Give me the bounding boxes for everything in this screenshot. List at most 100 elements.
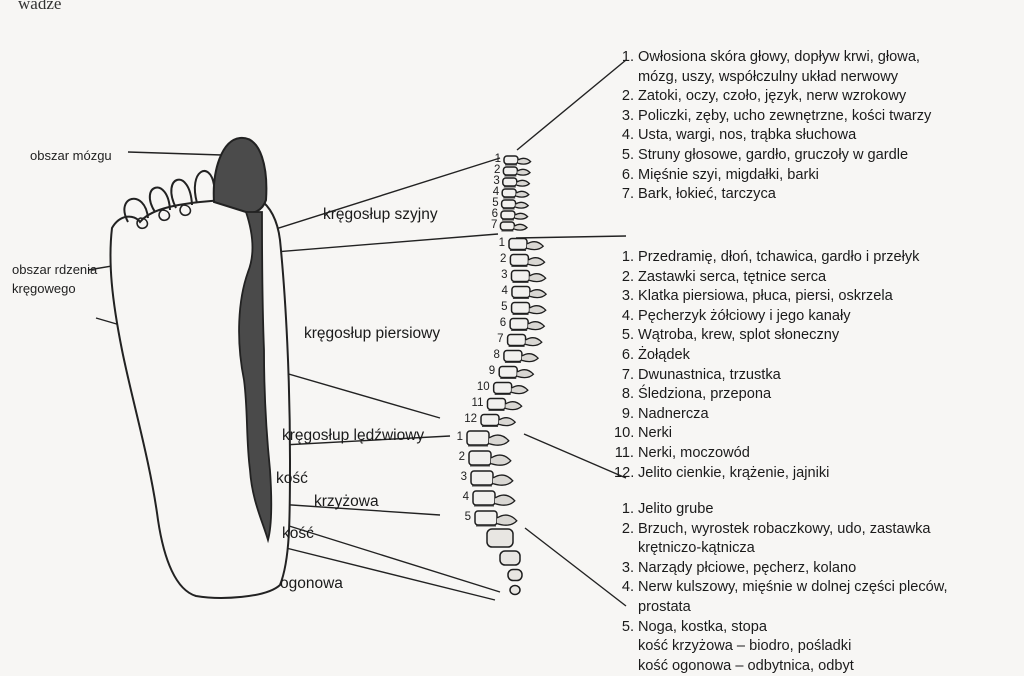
thoracic-list-item-text: Zastawki serca, tętnice serca	[638, 269, 826, 285]
thoracic-list-item-number: 6.	[614, 346, 634, 366]
vertebra-number: 3	[445, 471, 467, 483]
cervical-list-item: 1.Owłosiona skóra głowy, dopływ krwi, gł…	[614, 48, 931, 68]
thoracic-list-item-text: Nerki	[638, 425, 672, 441]
thoracic-list-item-text: Klatka piersiowa, płuca, piersi, oskrzel…	[638, 288, 893, 304]
thoracic-list-item-number: 11.	[614, 444, 634, 464]
cervical-list-item-text: Zatoki, oczy, czoło, język, nerw wzrokow…	[638, 88, 906, 104]
label-lumbar-spine: kręgosłup lędźwiowy	[282, 427, 424, 445]
thoracic-list-item-text: Przedramię, dłoń, tchawica, gardło i prz…	[638, 249, 919, 265]
leader-sacral-list	[525, 528, 626, 606]
vertebra-number: 4	[447, 491, 469, 503]
thoracic-vertebra	[509, 239, 543, 251]
lumbar-list-item-text: krętniczo-kątnicza	[638, 540, 755, 556]
lumbar-list-item: kość ogonowa – odbytnica, odbyt	[614, 657, 948, 676]
cervical-list-item-number: 4.	[614, 126, 634, 146]
lumbar-list-item-text: Narządy płciowe, pęcherz, kolano	[638, 560, 856, 576]
thoracic-list-item-text: Nadnercza	[638, 406, 709, 422]
thoracic-list-item: 5.Wątroba, krew, splot słoneczny	[614, 326, 919, 346]
cervical-list-item: 2.Zatoki, oczy, czoło, język, nerw wzrok…	[614, 87, 931, 107]
lumbar-vertebra	[475, 511, 517, 526]
thoracic-list-item: 8.Śledziona, przepona	[614, 385, 919, 405]
vertebra-number: 12	[455, 413, 477, 425]
thoracic-vertebra	[504, 351, 538, 363]
lumbar-vertebra	[471, 471, 513, 486]
lumbar-list-item-text: Jelito grube	[638, 501, 713, 517]
cervical-list-item-number: 7.	[614, 185, 634, 205]
vertebra-number: 10	[468, 381, 490, 393]
vertebra-number: 4	[486, 285, 508, 297]
thoracic-list-item-number: 1.	[614, 248, 634, 268]
lumbar-vertebra	[469, 451, 511, 466]
vertebra-number: 7	[482, 333, 504, 345]
thoracic-vertebra	[512, 287, 546, 299]
thoracic-vertebra	[508, 335, 542, 347]
cervical-organ-list: 1.Owłosiona skóra głowy, dopływ krwi, gł…	[614, 48, 931, 205]
cervical-list-item-number: 1.	[614, 48, 634, 68]
cervical-list-item-number: 6.	[614, 166, 634, 186]
lumbar-vertebra	[473, 491, 515, 506]
foot-sole	[110, 138, 290, 598]
thoracic-list-item-text: Żołądek	[638, 347, 690, 363]
vertebra-number: 5	[449, 511, 471, 523]
sacrum-segment	[487, 529, 513, 547]
vertebra-number: 8	[478, 349, 500, 361]
lumbar-list-item: 5.Noga, kostka, stopa	[614, 618, 948, 638]
thoracic-list-item-number: 4.	[614, 307, 634, 327]
lumbar-list-item-text: Noga, kostka, stopa	[638, 619, 767, 635]
coccyx-segment	[510, 586, 520, 595]
vertebra-number: 9	[473, 365, 495, 377]
cervical-list-item: 6.Mięśnie szyi, migdałki, barki	[614, 166, 931, 186]
thoracic-list-item-text: Śledziona, przepona	[638, 386, 771, 402]
thoracic-list-item: 1.Przedramię, dłoń, tchawica, gardło i p…	[614, 248, 919, 268]
vertebra-number: 6	[484, 317, 506, 329]
thoracic-vertebra	[494, 383, 528, 395]
lumbar-list-item-text: Brzuch, wyrostek robaczkowy, udo, zastaw…	[638, 521, 931, 537]
lumbar-list-item: 2.Brzuch, wyrostek robaczkowy, udo, zast…	[614, 520, 948, 540]
cervical-list-item: 4.Usta, wargi, nos, trąbka słuchowa	[614, 126, 931, 146]
thoracic-vertebra	[510, 255, 544, 267]
lumbar-list-item-text: kość krzyżowa – biodro, pośladki	[638, 638, 851, 654]
leader-lumbar-list	[524, 434, 626, 478]
lumbar-list-item: 4.Nerw kulszowy, mięśnie w dolnej części…	[614, 578, 948, 598]
cervical-list-item-text: Usta, wargi, nos, trąbka słuchowa	[638, 127, 856, 143]
thoracic-list-item-number: 5.	[614, 326, 634, 346]
label-coccyx-1: kość	[282, 525, 314, 543]
leader-thoracic-list	[516, 236, 626, 238]
thoracic-list-item: 11.Nerki, moczowód	[614, 444, 919, 464]
thoracic-vertebra	[481, 415, 515, 427]
vertebra-number: 2	[443, 451, 465, 463]
label-sacrum-2: krzyżowa	[314, 493, 379, 511]
cervical-vertebra	[503, 178, 530, 187]
thoracic-list-item-number: 3.	[614, 287, 634, 307]
lumbar-list-item: prostata	[614, 598, 948, 618]
lumbar-list-item: kość krzyżowa – biodro, pośladki	[614, 637, 948, 657]
leader-cervical-list	[517, 60, 626, 150]
cervical-list-item-text: Mięśnie szyi, migdałki, barki	[638, 167, 819, 183]
thoracic-list-item-text: Wątroba, krew, splot słoneczny	[638, 327, 839, 343]
cervical-list-item: mózg, uszy, współczulny układ nerwowy	[614, 68, 931, 88]
vertebra-number: 1	[441, 431, 463, 443]
thoracic-list-item-number: 9.	[614, 405, 634, 425]
thoracic-list-item: 9.Nadnercza	[614, 405, 919, 425]
thoracic-list-item-text: Jelito cienkie, krążenie, jajniki	[638, 465, 829, 481]
lumbar-list-item-number: 2.	[614, 520, 634, 540]
cervical-list-item-number: 3.	[614, 107, 634, 127]
label-thoracic-spine: kręgosłup piersiowy	[304, 325, 440, 343]
big-toe	[214, 138, 267, 213]
top-text-fragment: wadze	[18, 0, 61, 14]
thoracic-list-item-number: 10.	[614, 424, 634, 444]
toe-4	[195, 171, 214, 203]
label-cervical-spine: kręgosłup szyjny	[323, 206, 438, 224]
thoracic-vertebra	[487, 399, 521, 411]
thoracic-list-item: 12.Jelito cienkie, krążenie, jajniki	[614, 464, 919, 484]
thoracic-list-item-number: 2.	[614, 268, 634, 288]
thoracic-list-item: 10.Nerki	[614, 424, 919, 444]
vertebra-number: 11	[461, 397, 483, 409]
cervical-vertebra	[503, 167, 530, 176]
thoracic-list-item-number: 8.	[614, 385, 634, 405]
lumbar-list-item-number: 4.	[614, 578, 634, 598]
thoracic-vertebra	[512, 303, 546, 315]
vertebra-number: 1	[483, 237, 505, 249]
thoracic-list-item: 6.Żołądek	[614, 346, 919, 366]
cervical-list-item-text: mózg, uszy, współczulny układ nerwowy	[638, 69, 898, 85]
